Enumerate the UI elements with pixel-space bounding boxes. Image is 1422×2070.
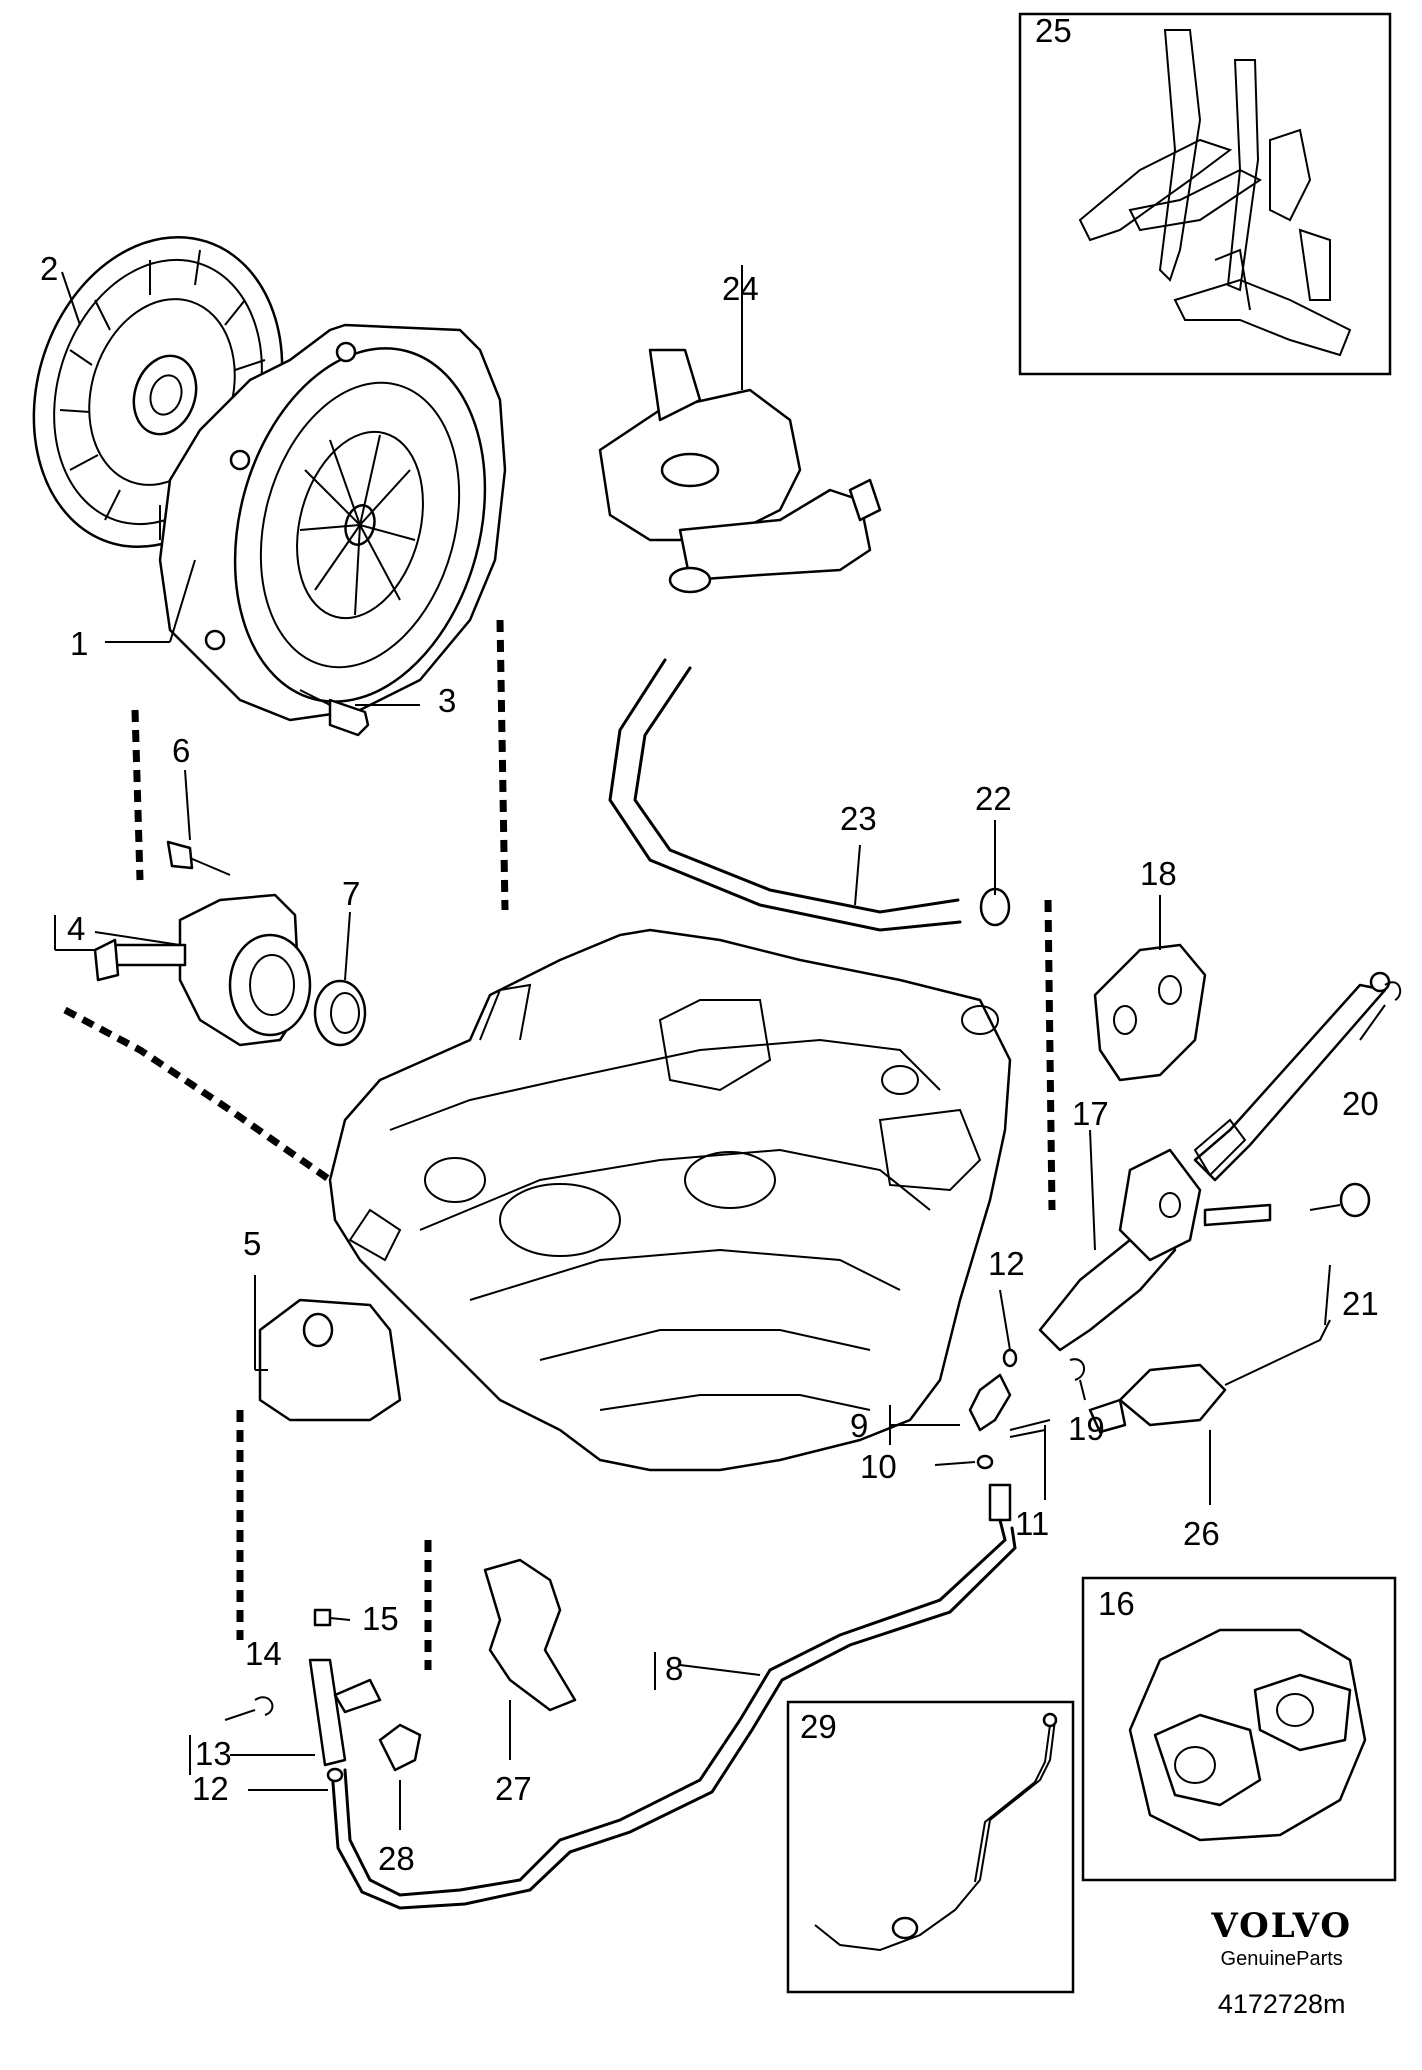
callout-2: 2 bbox=[40, 250, 58, 287]
fitting-part-9 bbox=[968, 1373, 1012, 1432]
callout-10: 10 bbox=[860, 1448, 897, 1485]
callout-26: 26 bbox=[1183, 1515, 1220, 1552]
callout-21: 21 bbox=[1342, 1285, 1379, 1322]
callout-9: 9 bbox=[850, 1407, 868, 1444]
callout-5: 5 bbox=[243, 1225, 261, 1262]
leader-lines bbox=[54, 265, 1386, 1830]
gearbox-housing bbox=[328, 928, 1012, 1472]
callout-4: 4 bbox=[67, 910, 85, 947]
callout-7: 7 bbox=[342, 875, 360, 912]
callout-27: 27 bbox=[495, 1770, 532, 1807]
inset-clip-detail bbox=[1081, 1576, 1397, 1882]
alignment-line bbox=[1044, 899, 1056, 1211]
gasket-part-18 bbox=[1093, 943, 1207, 1082]
pressure-plate-part-1 bbox=[158, 323, 507, 722]
hose-part-23 bbox=[608, 658, 962, 932]
clip-part-20 bbox=[1384, 981, 1402, 1001]
hydraulic-pipe-part-8 bbox=[330, 1518, 1017, 1910]
diagram-reference: 4172728m bbox=[1217, 1989, 1346, 2019]
bracket-part-27 bbox=[483, 1558, 577, 1712]
callout-29: 29 bbox=[800, 1708, 837, 1745]
seal-part-10 bbox=[976, 1454, 994, 1470]
bolt-part-3 bbox=[299, 689, 370, 737]
callout-1: 1 bbox=[70, 625, 88, 662]
callout-6: 6 bbox=[172, 732, 190, 769]
callout-19: 19 bbox=[1068, 1410, 1105, 1447]
alignment-line bbox=[131, 709, 144, 881]
alignment-line bbox=[496, 619, 509, 911]
release-bearing-part-4 bbox=[93, 893, 312, 1047]
boot-part-5 bbox=[258, 1298, 402, 1422]
callout-12: 12 bbox=[988, 1245, 1025, 1282]
inset-pedal-assembly bbox=[1018, 12, 1392, 376]
callout-numbers: 1 2 3 4 5 6 7 8 9 10 11 12 12 13 14 15 1… bbox=[40, 12, 1379, 1877]
brand-subtitle: GenuineParts bbox=[1220, 1948, 1343, 1970]
brand-block: VOLVO GenuineParts 4172728m bbox=[1211, 1906, 1352, 2020]
master-cylinder-part-17 bbox=[1038, 971, 1391, 1352]
callout-20: 20 bbox=[1342, 1085, 1379, 1122]
callout-8: 8 bbox=[665, 1650, 683, 1687]
connector-part-11-b bbox=[988, 1483, 1012, 1522]
callout-17: 17 bbox=[1072, 1095, 1109, 1132]
clip-part-19 bbox=[1069, 1358, 1085, 1381]
callout-13: 13 bbox=[195, 1735, 232, 1772]
clip-part-14 bbox=[254, 1696, 274, 1716]
callout-12-b: 12 bbox=[192, 1770, 229, 1807]
callout-25: 25 bbox=[1035, 12, 1072, 49]
callout-16: 16 bbox=[1098, 1585, 1135, 1622]
callout-11: 11 bbox=[1015, 1505, 1049, 1542]
callout-18: 18 bbox=[1140, 855, 1177, 892]
callout-14: 14 bbox=[245, 1635, 282, 1672]
nut-part-21 bbox=[1203, 1182, 1371, 1227]
switch-part-26 bbox=[1088, 1319, 1331, 1434]
screw-part-6 bbox=[166, 840, 231, 876]
callout-23: 23 bbox=[840, 800, 877, 837]
reservoir-part-24 bbox=[598, 348, 882, 594]
callout-22: 22 bbox=[975, 780, 1012, 817]
inset-pipe-route bbox=[786, 1700, 1075, 1994]
knob-part-28 bbox=[378, 1723, 422, 1772]
bleeder-part-15 bbox=[313, 1608, 332, 1627]
callout-15: 15 bbox=[362, 1600, 399, 1637]
volvo-logo: VOLVO bbox=[1211, 1906, 1352, 1946]
seal-part-12-b bbox=[326, 1767, 344, 1783]
callout-3: 3 bbox=[438, 682, 456, 719]
clip-part-11 bbox=[1009, 1419, 1051, 1438]
alignment-line bbox=[63, 1006, 333, 1183]
callout-24: 24 bbox=[722, 270, 759, 307]
fitting-part-12 bbox=[1002, 1348, 1018, 1368]
seal-ring-part-7 bbox=[313, 979, 367, 1047]
callout-28: 28 bbox=[378, 1840, 415, 1877]
bleeder-body-part-13 bbox=[308, 1658, 382, 1767]
